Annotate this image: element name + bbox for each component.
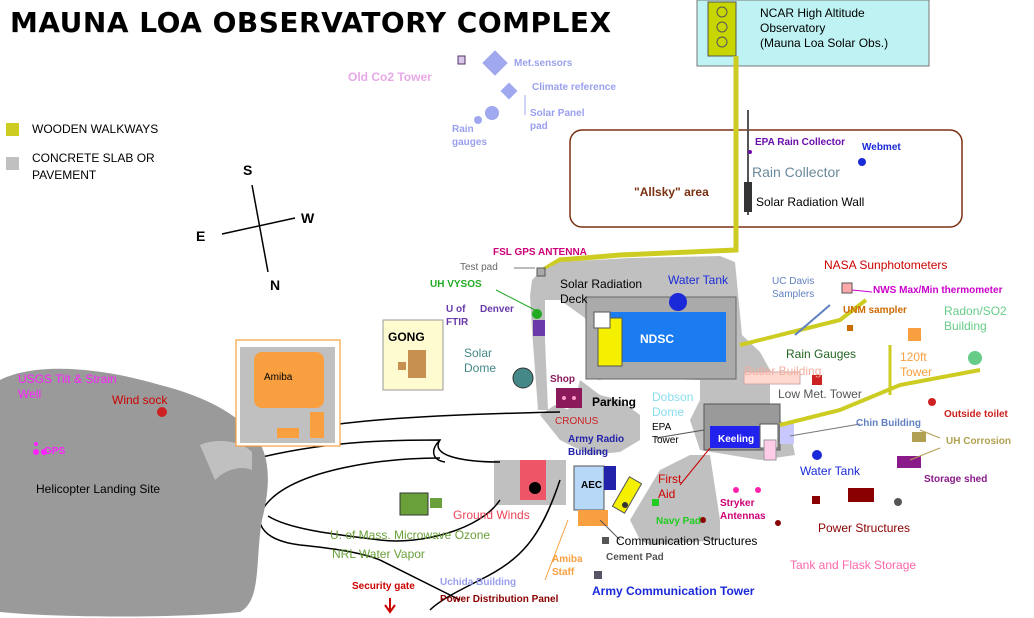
label-umass: U. of Mass. Microwave Ozone [330, 528, 491, 542]
label-nasa-sun: NASA Sunphotometers [824, 258, 948, 272]
label-tank-flask: Tank and Flask Storage [790, 558, 917, 572]
label-climate-ref: Climate reference [532, 82, 616, 93]
label-cement-pad: Cement Pad [606, 552, 664, 563]
label-amiba-staff: Amiba Staff [552, 554, 583, 578]
label-webmet: Webmet [862, 142, 901, 153]
label-amiba: Amiba [264, 372, 293, 383]
label-allsky: "Allsky" area [634, 185, 709, 199]
label-uh-vysos: UH VYSOS [430, 279, 482, 290]
legend-concrete-swatch [6, 157, 19, 170]
label-parking: Parking [592, 395, 637, 409]
label-uof-ftir: U of FTIR [446, 304, 469, 328]
label-gps: GPS [44, 446, 66, 457]
label-cronus: CRONUS [555, 416, 599, 427]
label-rain-gauges-top: Rain gauges [452, 124, 488, 148]
label-uh-corrosion: UH Corrosion [946, 436, 1011, 447]
compass-west: W [301, 210, 315, 226]
compass-line-sn [251, 184, 269, 273]
label-power-structures: Power Structures [818, 521, 911, 535]
compass-north: N [270, 277, 281, 293]
label-army-comm-tower: Army Communication Tower [592, 584, 755, 598]
label-epa-rain: EPA Rain Collector [755, 137, 846, 148]
label-nrl: NRL Water Vapor [332, 547, 425, 561]
label-water-tank-top: Water Tank [668, 273, 729, 287]
label-ndsc: NDSC [640, 332, 675, 346]
label-rain-gauges-mid: Rain Gauges [786, 347, 857, 361]
helicopter-landing-site [0, 368, 268, 617]
label-low-met: Low Met. Tower [778, 387, 862, 401]
label-nws: NWS Max/Min thermometer [873, 285, 1003, 296]
label-aec: AEC [581, 480, 603, 491]
legend-walkway-swatch [6, 123, 19, 136]
label-water-tank-low: Water Tank [800, 464, 861, 478]
compass-south: S [243, 162, 253, 178]
label-tower120: 120ft Tower [900, 350, 933, 379]
label-test-pad: Test pad [460, 262, 498, 273]
label-solar-rad-wall: Solar Radiation Wall [756, 195, 865, 209]
label-usgs: USGS Tilt & Strain Well [18, 372, 117, 401]
label-navy-pad: Navy Pad [656, 516, 702, 527]
label-army-radio: Army Radio Building [568, 434, 625, 458]
legend-concrete-label: CONCRETE SLAB OR PAVEMENT [32, 151, 155, 183]
amiba-building [254, 352, 324, 408]
label-solar-rad-deck: Solar Radiation Deck [560, 277, 643, 306]
label-gong: GONG [388, 330, 425, 344]
label-old-co2: Old Co2 Tower [348, 70, 432, 84]
label-dobson: Dobson Dome [652, 390, 694, 419]
label-power-dist: Power Distribution Panel [440, 594, 559, 605]
label-met-sensors: Met.sensors [514, 58, 573, 69]
label-fsl-gps: FSL GPS ANTENNA [493, 247, 587, 258]
label-solar-dome: Solar Dome [464, 346, 497, 375]
page-title: MAUNA LOA OBSERVATORY COMPLEX [10, 6, 612, 39]
label-chin: Chin Building [856, 418, 921, 429]
label-ground-winds: Ground Winds [453, 508, 530, 522]
label-shop: Shop [550, 374, 575, 385]
label-butler: Butler Building [744, 364, 822, 378]
walkway-ncar [538, 56, 739, 275]
label-rain-collector: Rain Collector [752, 164, 840, 180]
label-ncar: NCAR High Altitude Observatory (Mauna Lo… [760, 6, 889, 50]
label-first-aid: First Aid [658, 472, 682, 501]
label-radon: Radon/SO2 Building [944, 304, 1007, 333]
label-epa-tower: EPA Tower [652, 422, 679, 446]
label-unm: UNM sampler [843, 305, 907, 316]
label-wind-sock: Wind sock [112, 393, 168, 407]
label-helicopter: Helicopter Landing Site [36, 482, 161, 496]
compass-line-ew [221, 217, 296, 235]
legend-walkways-label: WOODEN WALKWAYS [32, 122, 159, 136]
label-solar-panel: Solar Panel pad [530, 108, 585, 132]
compass-east: E [196, 228, 206, 244]
label-denver: Denver [480, 304, 514, 315]
label-security-gate: Security gate [352, 581, 415, 592]
label-keeling: Keeling [718, 434, 755, 445]
label-outside-toilet: Outside toilet [944, 409, 1008, 420]
allsky-area-outline [569, 129, 963, 228]
label-storage-shed: Storage shed [924, 474, 988, 485]
label-stryker: Stryker Antennas [720, 498, 766, 522]
label-uc-davis: UC Davis Samplers [772, 276, 815, 300]
ncar-building [707, 1, 737, 57]
label-uchida: Uchida Building [440, 577, 517, 588]
label-comm-structures: Communication Structures [616, 534, 758, 548]
